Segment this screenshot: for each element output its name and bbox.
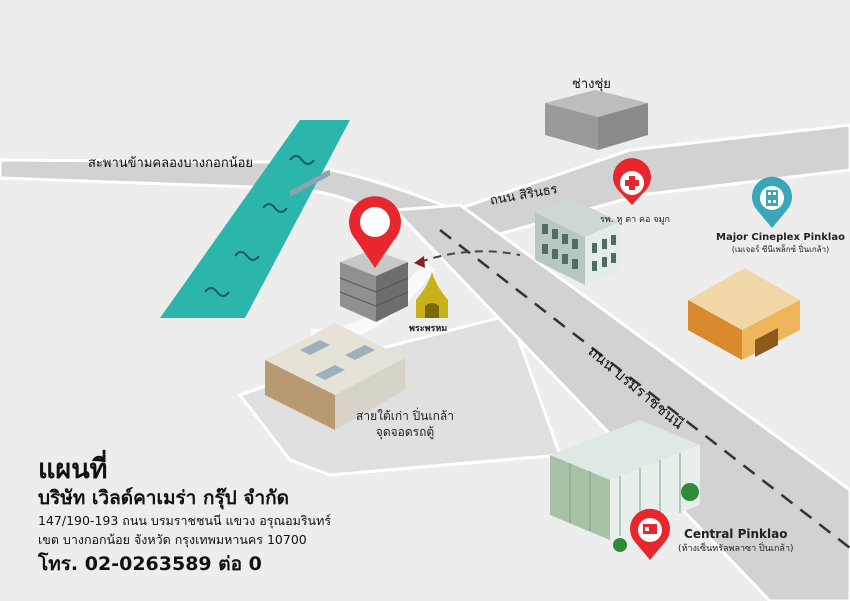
address-line-1: 147/190-193 ถนน บรมราชชนนี แขวง อรุณอมริ…: [38, 513, 332, 528]
shop-pin-icon: [629, 508, 670, 560]
mall-sub-name: (ห้างเซ็นทรัลพลาซา ปิ่นเกล้า): [678, 544, 794, 554]
cinema-building: [688, 268, 800, 360]
address-line-2: เขต บางกอกน้อย จังหวัด กรุงเทพมหานคร 107…: [38, 532, 307, 547]
road-center-line: [439, 229, 850, 549]
bus-stop-label: สายใต้เก่า ปิ่นเกล้า จุดจอดรถตู้: [356, 408, 454, 440]
river-waves: [204, 155, 315, 297]
company-name: บริษัท เวิลด์คาเมร่า กรุ๊ป จำกัด: [38, 487, 289, 509]
route-arrow: [414, 256, 425, 268]
shrine-icon: [416, 272, 448, 318]
hospital-cross-icon: [613, 158, 652, 205]
bus-stop-label-line1: สายใต้เก่า ปิ่นเกล้า: [356, 409, 454, 423]
phone-number: โทร. 02-0263589 ต่อ 0: [38, 553, 262, 575]
bridge-label: สะพานข้ามคลองบางกอกน้อย: [88, 156, 254, 171]
garage-label: ช่างชุ่ย: [572, 77, 611, 92]
mall-label: Central Pinklao (ห้างเซ็นทรัลพลาซา ปิ่นเ…: [678, 527, 794, 555]
cinema-name: Major Cineplex Pinklao: [716, 232, 845, 243]
road-borommaratchachonnani: [391, 203, 850, 601]
hospital-label: รพ. หู ตา คอ จมูก: [600, 215, 670, 225]
map-title: แผนที่: [38, 454, 108, 485]
film-reel-icon: [752, 176, 793, 228]
mall-name: Central Pinklao: [684, 527, 788, 541]
route-dashed-line: [419, 250, 521, 263]
location-pin-icon: [349, 196, 402, 268]
cinema-label: Major Cineplex Pinklao (เมเจอร์ ซีนีเพล็…: [716, 232, 845, 256]
river-canal: [160, 120, 350, 318]
garage-building: [545, 90, 648, 150]
bus-stop-label-line2: จุดจอดรถตู้: [375, 425, 435, 439]
hospital-building: [535, 198, 620, 285]
mall-building: [550, 420, 700, 552]
cinema-sub-name: (เมเจอร์ ซีนีเพล็กซ์ ปิ่นเกล้า): [731, 245, 830, 254]
shrine-label: พระพรหม: [409, 324, 448, 334]
company-building: [339, 250, 409, 322]
company-info: แผนที่ บริษัท เวิลด์คาเมร่า กรุ๊ป จำกัด …: [38, 455, 331, 579]
bus-stop-building: [265, 169, 405, 430]
